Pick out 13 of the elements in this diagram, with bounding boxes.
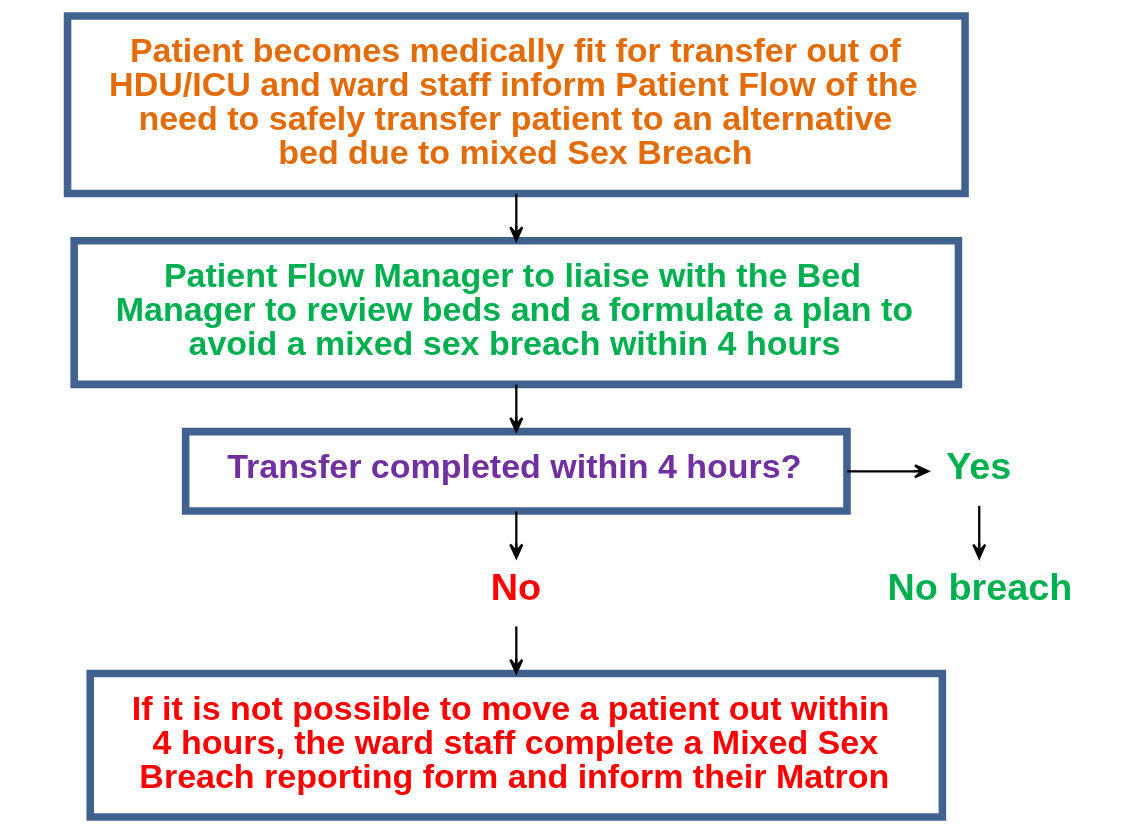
node-box: If it is not possible to move a patient out within 4 hours, the ward staff complete a Mixed Sex Breach reporting form and inform their Matron (85, 669, 946, 821)
arrow (508, 511, 523, 559)
arrow (846, 464, 929, 479)
node-box: Patient Flow Manager to liaise with the Bed Manager to review beds and a formulate a plan to avoid a mixed sex breach within 4 hours (69, 237, 962, 389)
node-text: Yes (945, 444, 1011, 487)
node-box: Transfer completed within 4 hours? (181, 427, 851, 515)
arrow (508, 384, 523, 433)
node-text: No (490, 565, 541, 608)
arrow (508, 193, 523, 242)
arrow (971, 505, 986, 559)
node-box: Patient becomes medically fit for transfer out of HDU/ICU and ward staff inform Patient Flow of the need to safely transfer patient to an alternative bed due to mixed Sex Breach (63, 12, 969, 198)
node-text: No breach (887, 565, 1072, 608)
arrow (508, 626, 523, 675)
